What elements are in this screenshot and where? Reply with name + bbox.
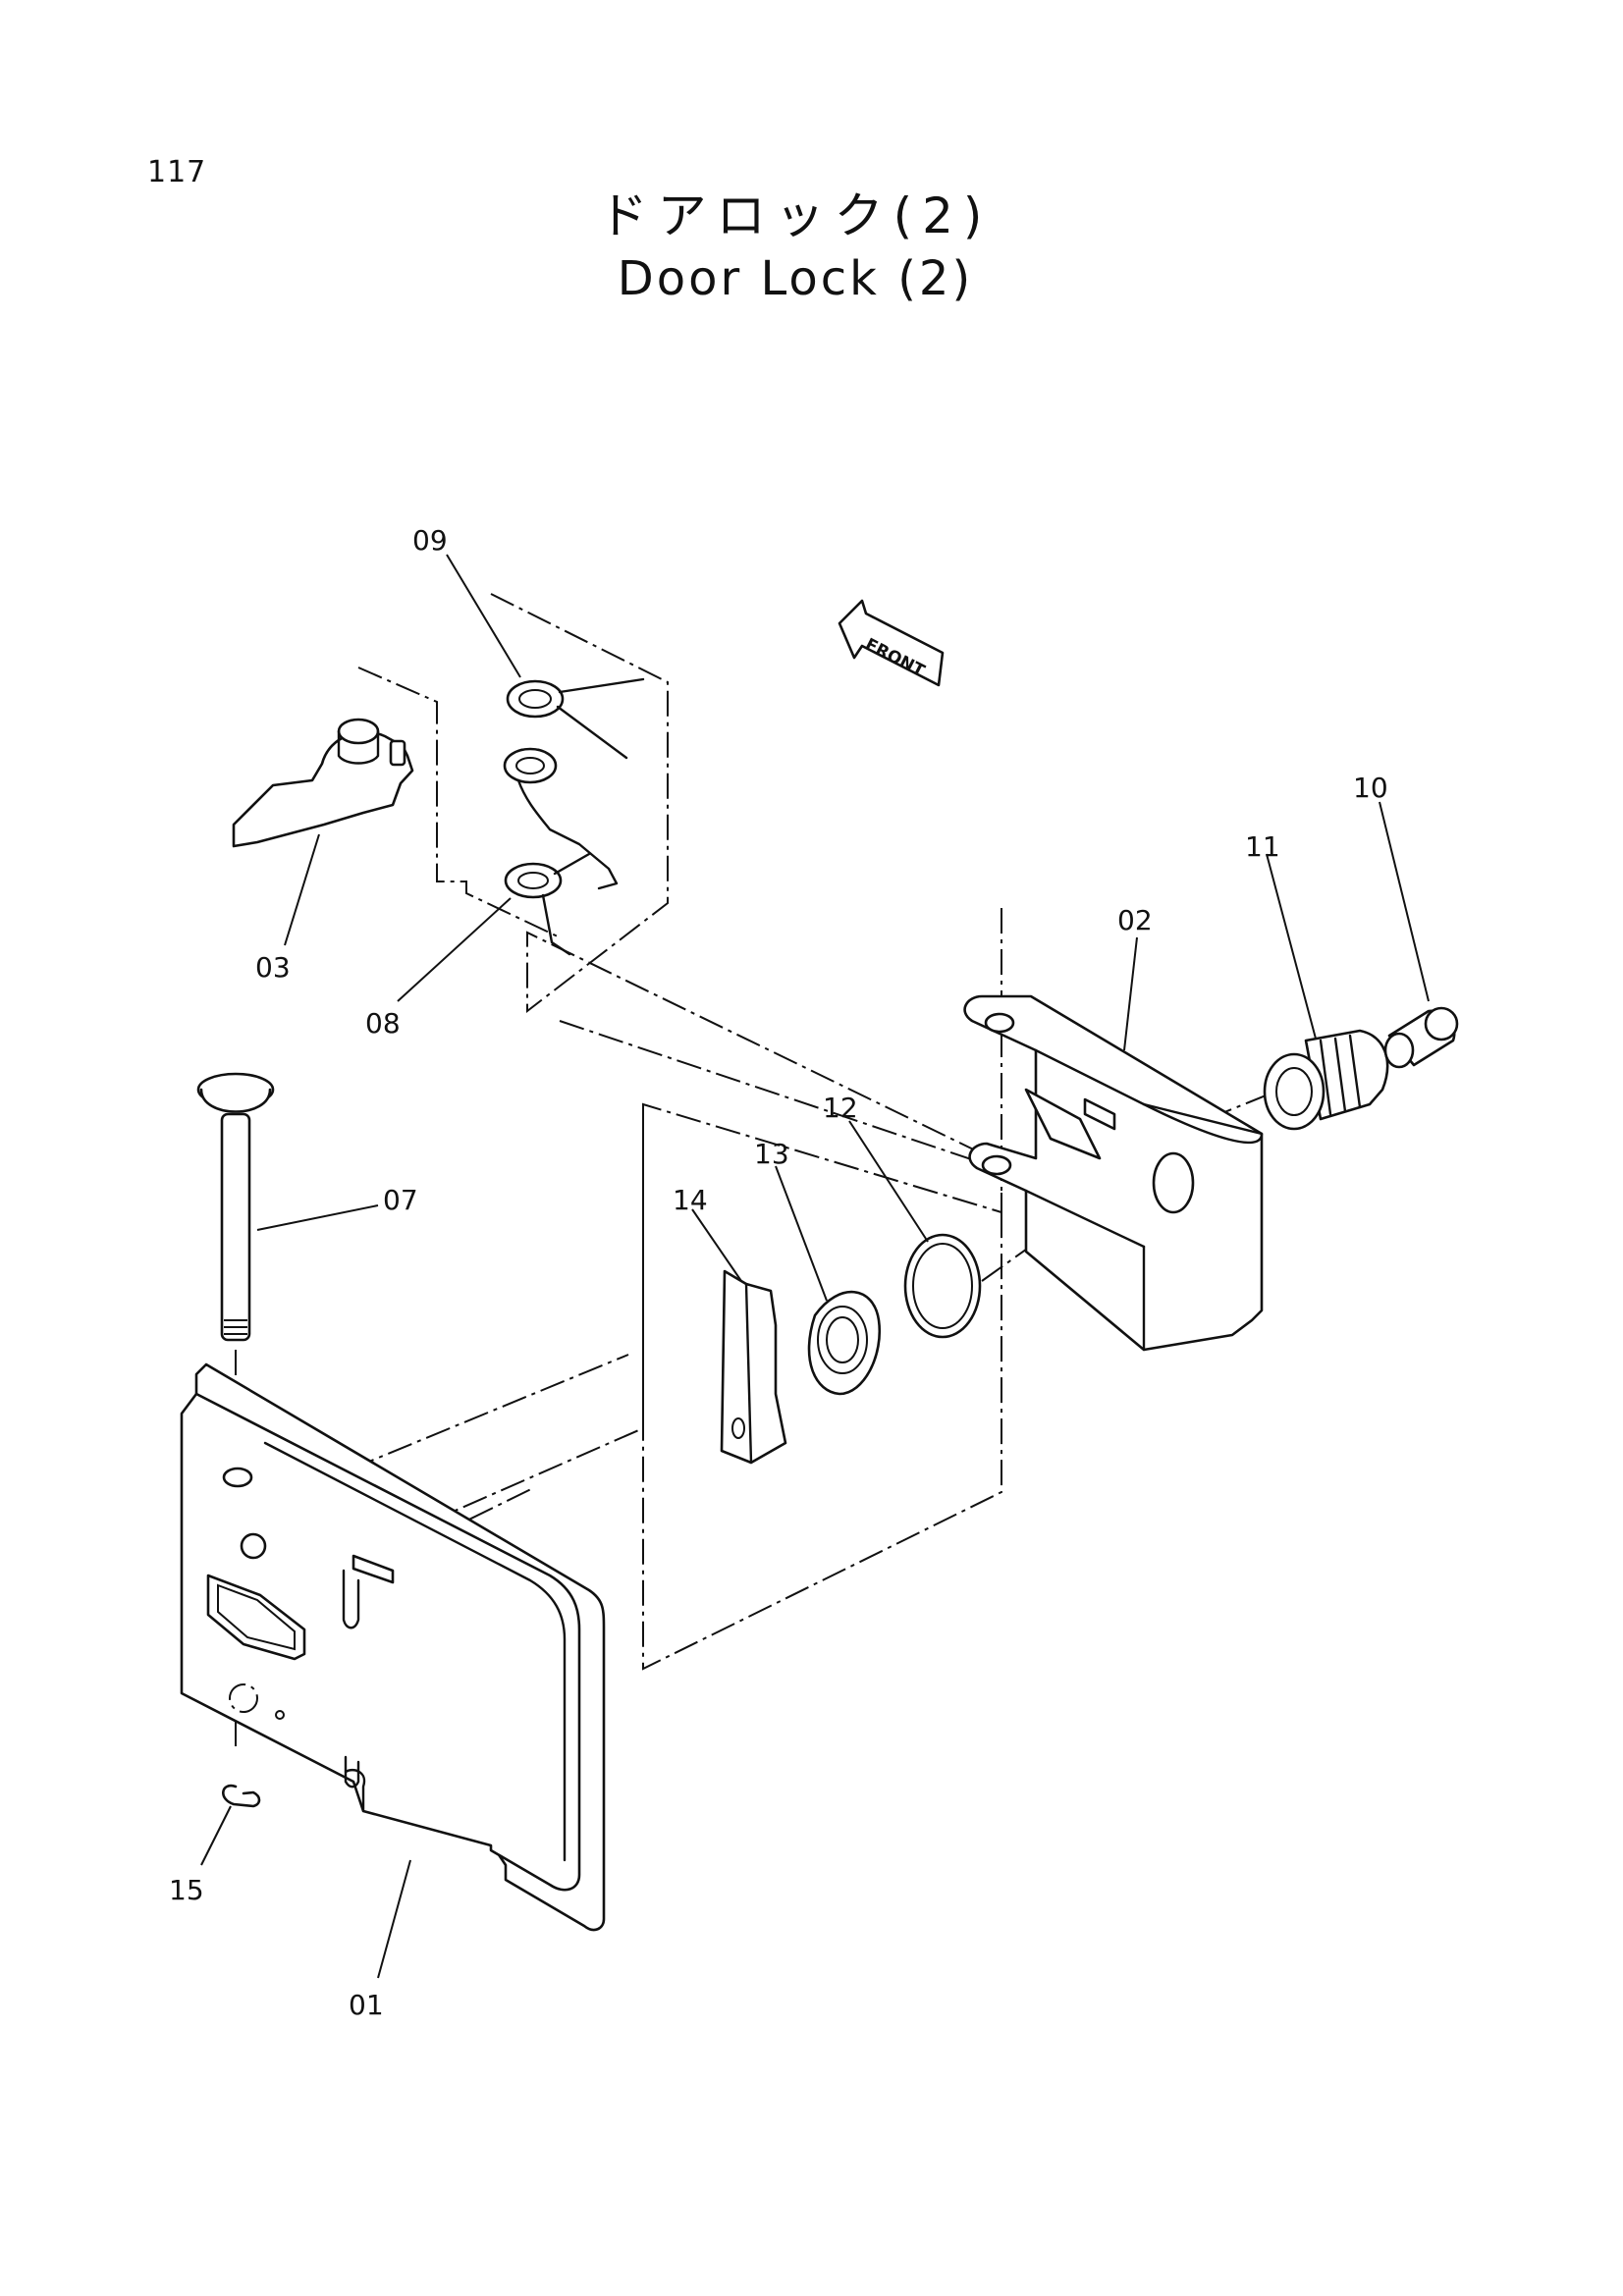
callout-12: 12 <box>823 1092 858 1124</box>
lock-cylinder <box>1383 1006 1459 1069</box>
o-ring <box>903 1233 982 1339</box>
lock-lever <box>232 718 414 848</box>
torsion-spring-lower <box>504 852 591 956</box>
callout-07: 07 <box>383 1184 418 1216</box>
callout-03: 03 <box>255 951 291 984</box>
lock-housing <box>180 1362 606 1932</box>
callout-13: 13 <box>754 1138 789 1170</box>
front-arrow-icon: FRONT <box>838 599 945 687</box>
latch-plate <box>720 1269 787 1465</box>
callout-11: 11 <box>1245 830 1280 863</box>
callout-02: 02 <box>1117 904 1153 936</box>
callout-10: 10 <box>1353 772 1388 804</box>
callout-01: 01 <box>349 1989 384 2021</box>
door-pin <box>196 1072 275 1342</box>
title-english: Door Lock (2) <box>617 251 974 306</box>
callout-leaders <box>200 554 1430 1979</box>
lock-nut <box>807 1290 882 1396</box>
page-number: 117 <box>147 155 207 189</box>
callout-09: 09 <box>412 524 448 557</box>
title-japanese: ドアロック(2) <box>598 187 993 244</box>
title-block: ドアロック(2) Door Lock (2) <box>550 185 1041 310</box>
torsion-spring-upper <box>503 677 645 890</box>
threaded-bushing <box>1263 1029 1389 1131</box>
retaining-clip <box>222 1784 261 1808</box>
callout-numbers: 09 03 08 10 11 02 12 13 14 07 15 01 <box>169 524 1388 2021</box>
callout-14: 14 <box>673 1184 708 1216</box>
callout-15: 15 <box>169 1874 204 1906</box>
callout-08: 08 <box>365 1007 401 1040</box>
lock-bracket <box>963 994 1264 1352</box>
